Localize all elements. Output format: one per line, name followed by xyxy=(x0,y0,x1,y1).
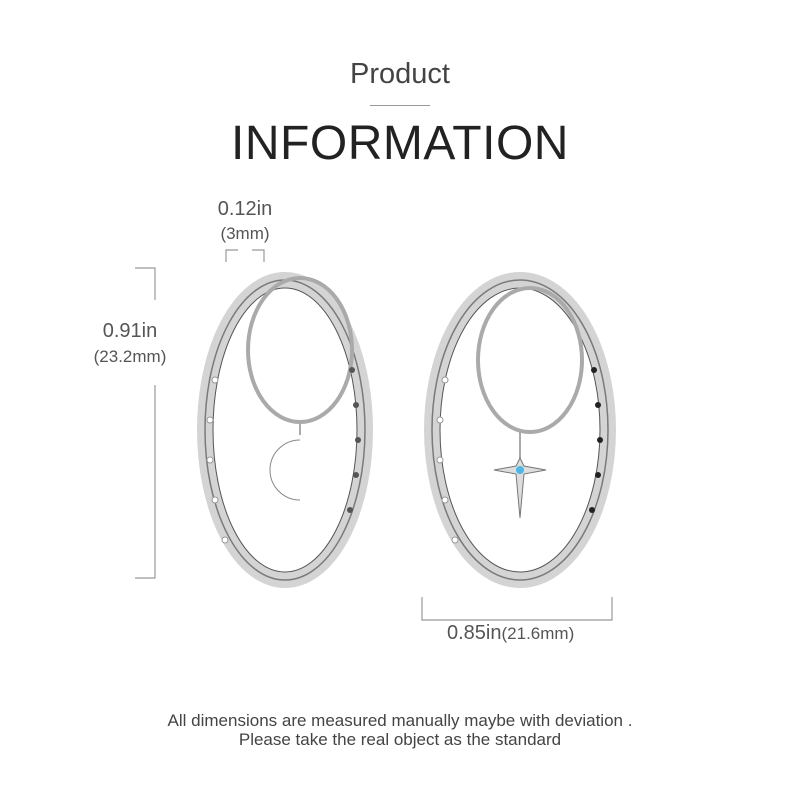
diameter-label: 0.85in(21.6mm) xyxy=(447,622,574,645)
star-charm xyxy=(493,456,547,519)
disclaimer-line-2: Please take the real object as the stand… xyxy=(238,730,562,749)
disclaimer-line-1: All dimensions are measured manually may… xyxy=(167,711,633,730)
moon-charm xyxy=(269,439,301,501)
moon-earring xyxy=(197,272,373,588)
subtitle: Product xyxy=(350,58,450,90)
height-mm-label: (23.2mm) xyxy=(93,347,167,366)
diameter-in: 0.85in xyxy=(447,622,502,644)
height-bracket xyxy=(135,267,156,579)
star-earring xyxy=(424,272,616,588)
dimension-lines xyxy=(135,249,613,621)
width-in-label: 0.12in xyxy=(217,198,273,220)
diameter-mm: (21.6mm) xyxy=(501,624,575,643)
width-mm-label: (3mm) xyxy=(220,224,270,243)
divider xyxy=(370,105,430,106)
width-bracket xyxy=(225,249,265,262)
page-title: INFORMATION xyxy=(231,117,569,170)
diameter-bracket xyxy=(421,597,613,621)
height-in-label: 0.91in xyxy=(102,320,158,342)
